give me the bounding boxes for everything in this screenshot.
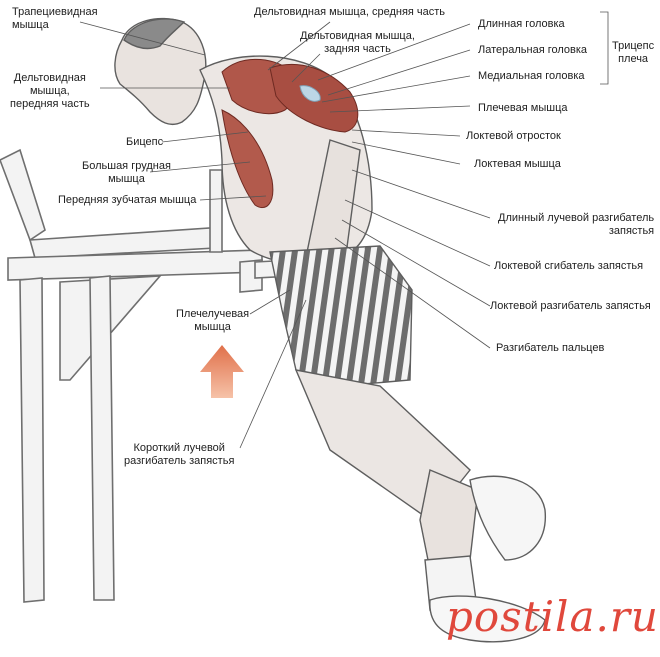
label-medial-head: Медиальная головка [478,70,585,82]
label-deltoid-middle: Дельтовидная мышца, средняя часть [254,6,446,18]
label-ext-digitorum: Разгибатель пальцев [496,342,605,354]
label-fcu: Локтевой сгибатель запястья [494,260,644,272]
dip-station [0,148,371,603]
label-serratus: Передняя зубчатая мышца [58,194,197,206]
label-trapezius: Трапециевидная мышца [12,6,98,31]
label-brachioradialis: Плечелучевая мышца [176,308,250,333]
label-long-head: Длинная головка [478,18,565,30]
label-deltoid-rear: Дельтовидная мышца, задняя часть [300,30,415,55]
label-brachialis: Плечевая мышца [478,102,568,114]
label-deltoid-front: Дельтовидная мышца, передняя часть [10,72,90,110]
highlighted-muscles [221,58,359,209]
up-arrow [200,345,244,398]
leader-lines [79,11,609,449]
watermark: postila.ru [446,592,659,641]
label-ecu: Локтевой разгибатель запястья [490,300,651,312]
label-anconeus: Локтевая мышца [474,158,561,170]
label-pectoralis: Большая грудная мышца [82,160,171,185]
label-lateral-head: Латеральная головка [478,44,588,56]
label-ecr-longus: Длинный лучевой разгибатель запястья [498,212,655,237]
label-ecr-brevis: Короткий лучевой разгибатель запястья [124,442,235,467]
label-biceps: Бицепс [126,136,164,148]
label-triceps: Трицепс плеча [612,40,655,65]
biceps-muscle [221,109,274,209]
label-olecranon: Локтевой отросток [466,130,561,142]
